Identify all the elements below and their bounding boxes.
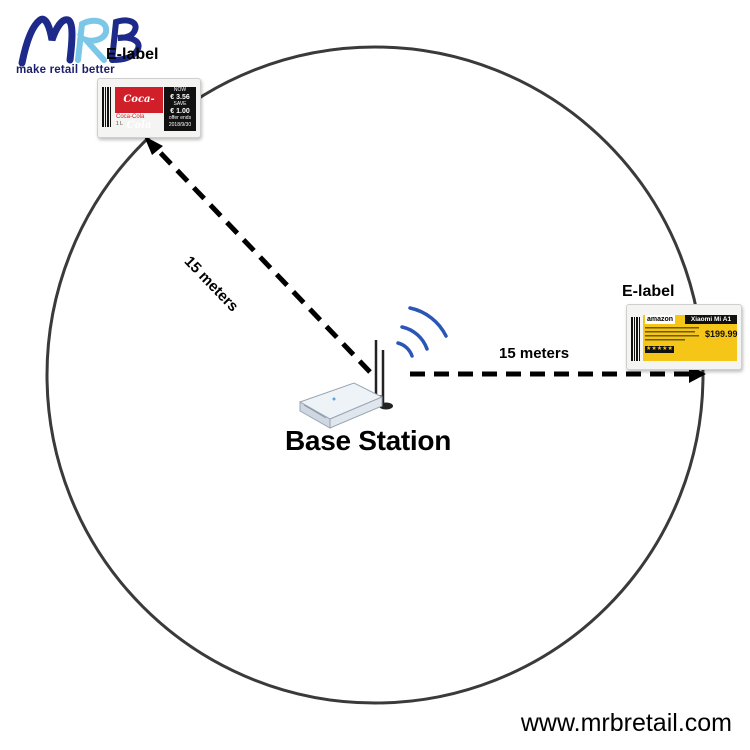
offer-note: offer ends — [168, 115, 192, 121]
wifi-signal-icon — [396, 306, 448, 358]
elabel-left-volume: 1 L — [116, 121, 123, 127]
rating-stars: ★★★★★ — [646, 346, 673, 352]
elabel-left-price-box: NOW € 3.56 SAVE € 1.00 offer ends 2018/9… — [164, 87, 196, 131]
elabel-left-title: E-label — [106, 46, 159, 63]
price-now: € 3.56 — [170, 94, 190, 101]
router-icon — [298, 340, 393, 429]
elabel-left-brand: Coca-Cola — [115, 87, 163, 131]
arrow-to-left-elabel — [150, 142, 372, 374]
elabel-left-subtitle: Coca-Cola — [116, 114, 145, 120]
logo-tagline: make retail better — [16, 64, 115, 76]
website-url: www.mrbretail.com — [520, 709, 732, 737]
barcode-icon — [102, 87, 111, 127]
elabel-right-brand: amazon — [645, 315, 676, 324]
elabel-right-price: $199.99 — [705, 329, 738, 339]
elabel-right-title: E-label — [622, 283, 675, 300]
elabel-right-product: Xiaomi Mi A1 — [685, 315, 737, 324]
offer-date: 2018/9/30 — [168, 122, 192, 128]
save-label: SAVE — [173, 101, 187, 107]
elabel-left-tag: Coca-Cola Coca-Cola 1 L NOW € 3.56 SAVE … — [97, 78, 201, 138]
distance-label-right: 15 meters — [499, 345, 570, 362]
base-station-title: Base Station — [285, 425, 451, 456]
arrowhead-left — [144, 136, 163, 155]
elabel-right-tag: amazon Xiaomi Mi A1 $199.99 ★★★★★ — [626, 304, 742, 370]
price-now-label: NOW — [173, 87, 187, 93]
save-value: € 1.00 — [170, 108, 190, 115]
elabel-right-stars: ★★★★★ — [645, 346, 674, 353]
mrb-logo — [18, 15, 142, 67]
description-lines — [645, 327, 699, 341]
barcode-icon — [631, 317, 640, 361]
